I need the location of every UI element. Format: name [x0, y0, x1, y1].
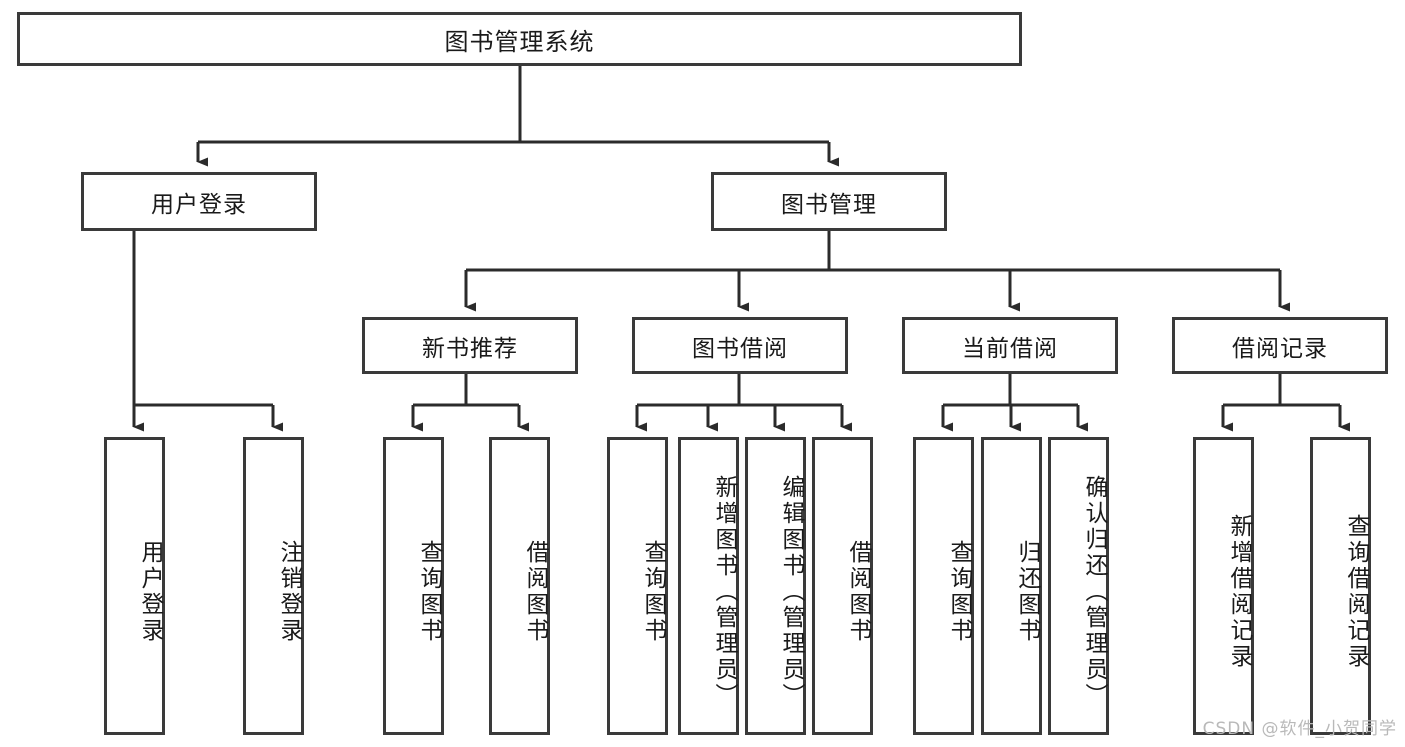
node-label: 新书推荐: [422, 335, 518, 362]
node-label: 当前借阅: [962, 335, 1058, 362]
node-label: 图书管理: [781, 191, 877, 218]
leaf-query-book-2[interactable]: 查询图书: [607, 437, 668, 735]
node-user-login[interactable]: 用户登录: [81, 172, 317, 231]
node-label: 查询图书: [640, 540, 666, 644]
node-book-management[interactable]: 图书管理: [711, 172, 947, 231]
leaf-query-borrow-record[interactable]: 查询借阅记录: [1310, 437, 1371, 735]
edges-newbook-to-leaves: [411, 374, 529, 432]
node-label: 新增借阅记录: [1226, 514, 1252, 670]
leaf-add-borrow-record[interactable]: 新增借阅记录: [1193, 437, 1254, 735]
leaf-query-book-3[interactable]: 查询图书: [913, 437, 974, 735]
leaf-confirm-return-admin[interactable]: 确认归还（管理员）: [1048, 437, 1109, 735]
node-label: 查询图书: [416, 540, 442, 644]
node-label: 编辑图书（管理员）: [778, 475, 804, 709]
edges-bookborrow-to-leaves: [635, 374, 852, 432]
node-book-borrowing[interactable]: 图书借阅: [632, 317, 848, 374]
node-root-book-management-system[interactable]: 图书管理系统: [17, 12, 1022, 66]
node-label: 用户登录: [151, 191, 247, 218]
edges-bookmanage-to-level3: [464, 231, 1290, 312]
leaf-add-book-admin[interactable]: 新增图书（管理员）: [678, 437, 739, 735]
edges-root-to-level2: [196, 66, 839, 167]
node-label: 用户登录: [137, 540, 163, 644]
node-label: 注销登录: [276, 540, 302, 644]
node-label: 新增图书（管理员）: [711, 475, 737, 709]
leaf-edit-book-admin[interactable]: 编辑图书（管理员）: [745, 437, 806, 735]
node-borrowing-records[interactable]: 借阅记录: [1172, 317, 1388, 374]
node-label: 确认归还（管理员）: [1081, 475, 1107, 709]
node-label: 图书管理系统: [444, 27, 595, 56]
node-label: 查询借阅记录: [1343, 514, 1369, 670]
node-label: 借阅图书: [845, 540, 871, 644]
node-label: 归还图书: [1014, 540, 1040, 644]
leaf-borrow-book-2[interactable]: 借阅图书: [812, 437, 873, 735]
node-new-book-recommendation[interactable]: 新书推荐: [362, 317, 578, 374]
node-label: 查询图书: [946, 540, 972, 644]
leaf-return-book[interactable]: 归还图书: [981, 437, 1042, 735]
node-label: 借阅图书: [522, 540, 548, 644]
leaf-logout[interactable]: 注销登录: [243, 437, 304, 735]
node-label: 借阅记录: [1232, 335, 1328, 362]
leaf-user-login[interactable]: 用户登录: [104, 437, 165, 735]
node-current-borrowing[interactable]: 当前借阅: [902, 317, 1118, 374]
edges-borrowrecord-to-leaves: [1221, 374, 1350, 432]
node-label: 图书借阅: [692, 335, 788, 362]
edges-userlogin-to-leaves: [132, 231, 283, 432]
leaf-borrow-book-1[interactable]: 借阅图书: [489, 437, 550, 735]
leaf-query-book-1[interactable]: 查询图书: [383, 437, 444, 735]
edges-currentborrow-to-leaves: [941, 374, 1088, 432]
